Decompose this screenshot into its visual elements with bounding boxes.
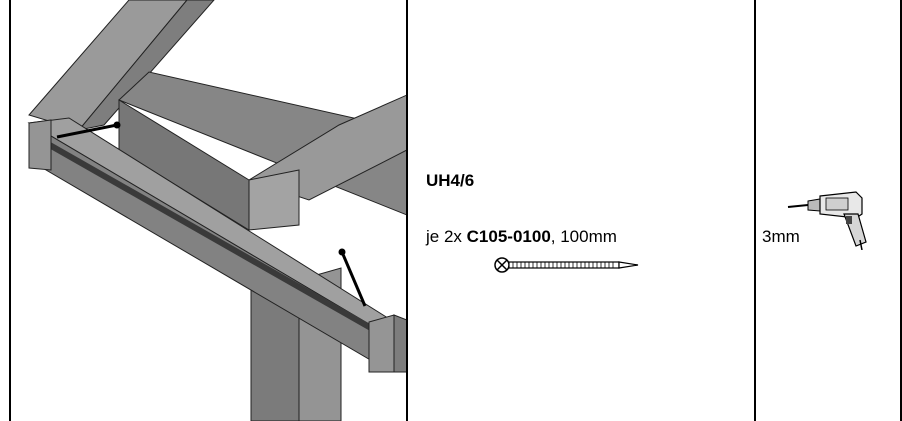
- instruction-frame: [9, 0, 902, 421]
- frame-assembly-illustration: [27, 0, 407, 421]
- part-number: C105-0100: [466, 227, 551, 246]
- reference-code: UH4/6: [426, 171, 475, 190]
- screw-icon: [494, 257, 639, 273]
- drill-bit-size: 3mm: [762, 227, 800, 246]
- quantity-prefix: je 2x: [426, 227, 462, 246]
- screw-quantity: je 2x C105-0100, 100mm: [426, 227, 617, 247]
- screw-length: , 100mm: [550, 227, 617, 246]
- drill-icon: [787, 191, 867, 250]
- tool-panel: 3mm: [754, 0, 902, 421]
- assembly-illustration-panel: [9, 0, 407, 421]
- part-info-panel: UH4/6 je 2x C105-0100, 100mm: [406, 0, 755, 421]
